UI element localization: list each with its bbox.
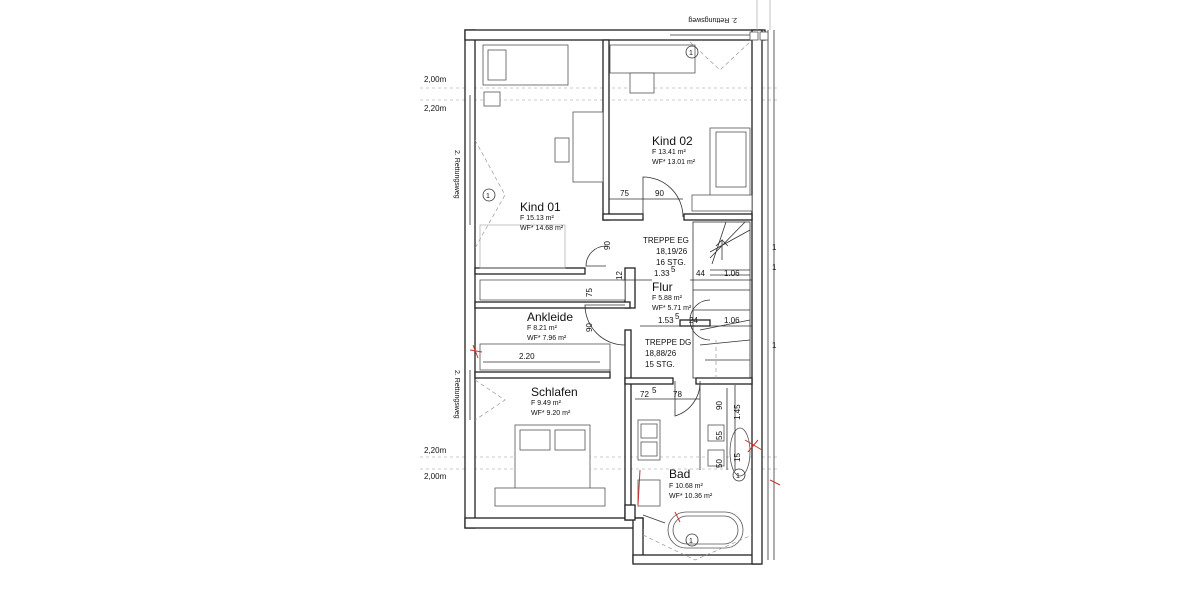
dimension-label: 24 (689, 316, 698, 325)
room-name-flur: Flur (652, 280, 673, 294)
level-label: 2,00m (424, 75, 447, 84)
kind01-furniture (479, 44, 604, 269)
dimension-label: 15 (733, 453, 742, 462)
bedroom-furniture (479, 279, 626, 507)
room-area-f: F 5.88 m² (652, 295, 683, 302)
room-area-f: F 8.21 m² (527, 325, 558, 332)
door-swings (584, 176, 701, 417)
neighbor-stair-number: 1 (772, 341, 777, 350)
stair-dg-steps: 15 STG. (645, 360, 675, 369)
rettungsweg-label: 2. Rettungsweg (453, 370, 460, 419)
room-name-kind02: Kind 02 (652, 134, 693, 148)
staircase (689, 221, 751, 379)
escape-route-markings (474, 41, 753, 561)
dimension-superscript: 5 (675, 312, 680, 321)
room-name-bad: Bad (669, 467, 690, 481)
dimension-label: 50 (715, 459, 724, 468)
dimension-label: 90 (715, 401, 724, 410)
room-area-wf: WF* 7.96 m² (527, 335, 567, 342)
neighbor-stair-number: 1 (772, 263, 777, 272)
room-area-f: F 10.68 m² (669, 483, 704, 490)
dimension-label: 75 (585, 288, 594, 297)
dimension-label: 55 (715, 431, 724, 440)
dimension-label: 1.45 (733, 404, 742, 420)
dimension-label: 2.20 (519, 352, 535, 361)
dimension-superscript: 5 (671, 265, 676, 274)
dimension-label: 90 (603, 241, 612, 250)
dimension-label: 72 (640, 390, 649, 399)
room-labels: Kind 01 F 15.13 m² WF* 14.68 m² Kind 02 … (520, 134, 713, 500)
marker-number: 1 (689, 50, 693, 57)
dimension-label: 1.06 (724, 269, 740, 278)
marker-number: 1 (736, 473, 740, 480)
room-area-f: F 15.13 m² (520, 215, 555, 222)
room-area-wf: WF* 5.71 m² (652, 305, 692, 312)
service-lines (469, 344, 781, 523)
stair-eg-steps: 16 STG. (656, 258, 686, 267)
dimension-lines (483, 198, 752, 470)
dimension-label: 1.53 (658, 316, 674, 325)
dimension-label: 12 (615, 271, 624, 280)
stair-dg-ratio: 18,88/26 (645, 349, 677, 358)
level-label: 2,20m (424, 446, 447, 455)
neighbor-building: 1 1 1 (749, 0, 777, 560)
neighbor-stair-number: 1 (772, 243, 777, 252)
room-area-f: F 9.49 m² (531, 400, 562, 407)
stair-labels: TREPPE EG 18,19/26 16 STG. TREPPE DG 18,… (643, 236, 691, 369)
room-area-wf: WF* 10.36 m² (669, 493, 713, 500)
interior-walls (474, 39, 753, 521)
dimension-label: 1.06 (724, 316, 740, 325)
dimension-label: 78 (673, 390, 682, 399)
room-name-ankleide: Ankleide (527, 310, 573, 324)
dimension-label: 44 (696, 269, 705, 278)
rettungsweg-label: 2. Rettungsweg (688, 16, 737, 23)
level-label: 2,00m (424, 472, 447, 481)
level-annotations: 2,00m 2,20m 2,20m 2,00m (424, 75, 447, 481)
dimension-label: 90 (655, 189, 664, 198)
rettungsweg-label: 2. Rettungsweg (453, 150, 460, 199)
window-markers: 1 1 1 1 (482, 45, 746, 547)
kind02-furniture (609, 44, 753, 212)
stair-eg-title: TREPPE EG (643, 236, 689, 245)
dimension-superscript: 5 (652, 386, 657, 395)
room-name-kind01: Kind 01 (520, 200, 561, 214)
room-name-schlafen: Schlafen (531, 385, 578, 399)
dimension-labels: 75 90 90 12 1.33 5 44 1.06 75 90 1.53 5 … (519, 189, 742, 468)
room-area-wf: WF* 14.68 m² (520, 225, 564, 232)
marker-number: 1 (486, 193, 490, 200)
stair-eg-ratio: 18,19/26 (656, 247, 688, 256)
dimension-label: 1.33 (654, 269, 670, 278)
level-lines (420, 87, 780, 470)
rettungsweg-labels: 2. Rettungsweg 2. Rettungsweg 2. Rettung… (453, 16, 737, 419)
room-area-f: F 13.41 m² (652, 149, 687, 156)
marker-number: 1 (689, 538, 693, 545)
bathroom-fixtures (637, 385, 751, 549)
room-area-wf: WF* 9.20 m² (531, 410, 571, 417)
stair-dg-title: TREPPE DG (645, 338, 691, 347)
dimension-label: 90 (585, 323, 594, 332)
level-label: 2,20m (424, 104, 447, 113)
dimension-label: 75 (620, 189, 629, 198)
room-area-wf: WF* 13.01 m² (652, 159, 696, 166)
